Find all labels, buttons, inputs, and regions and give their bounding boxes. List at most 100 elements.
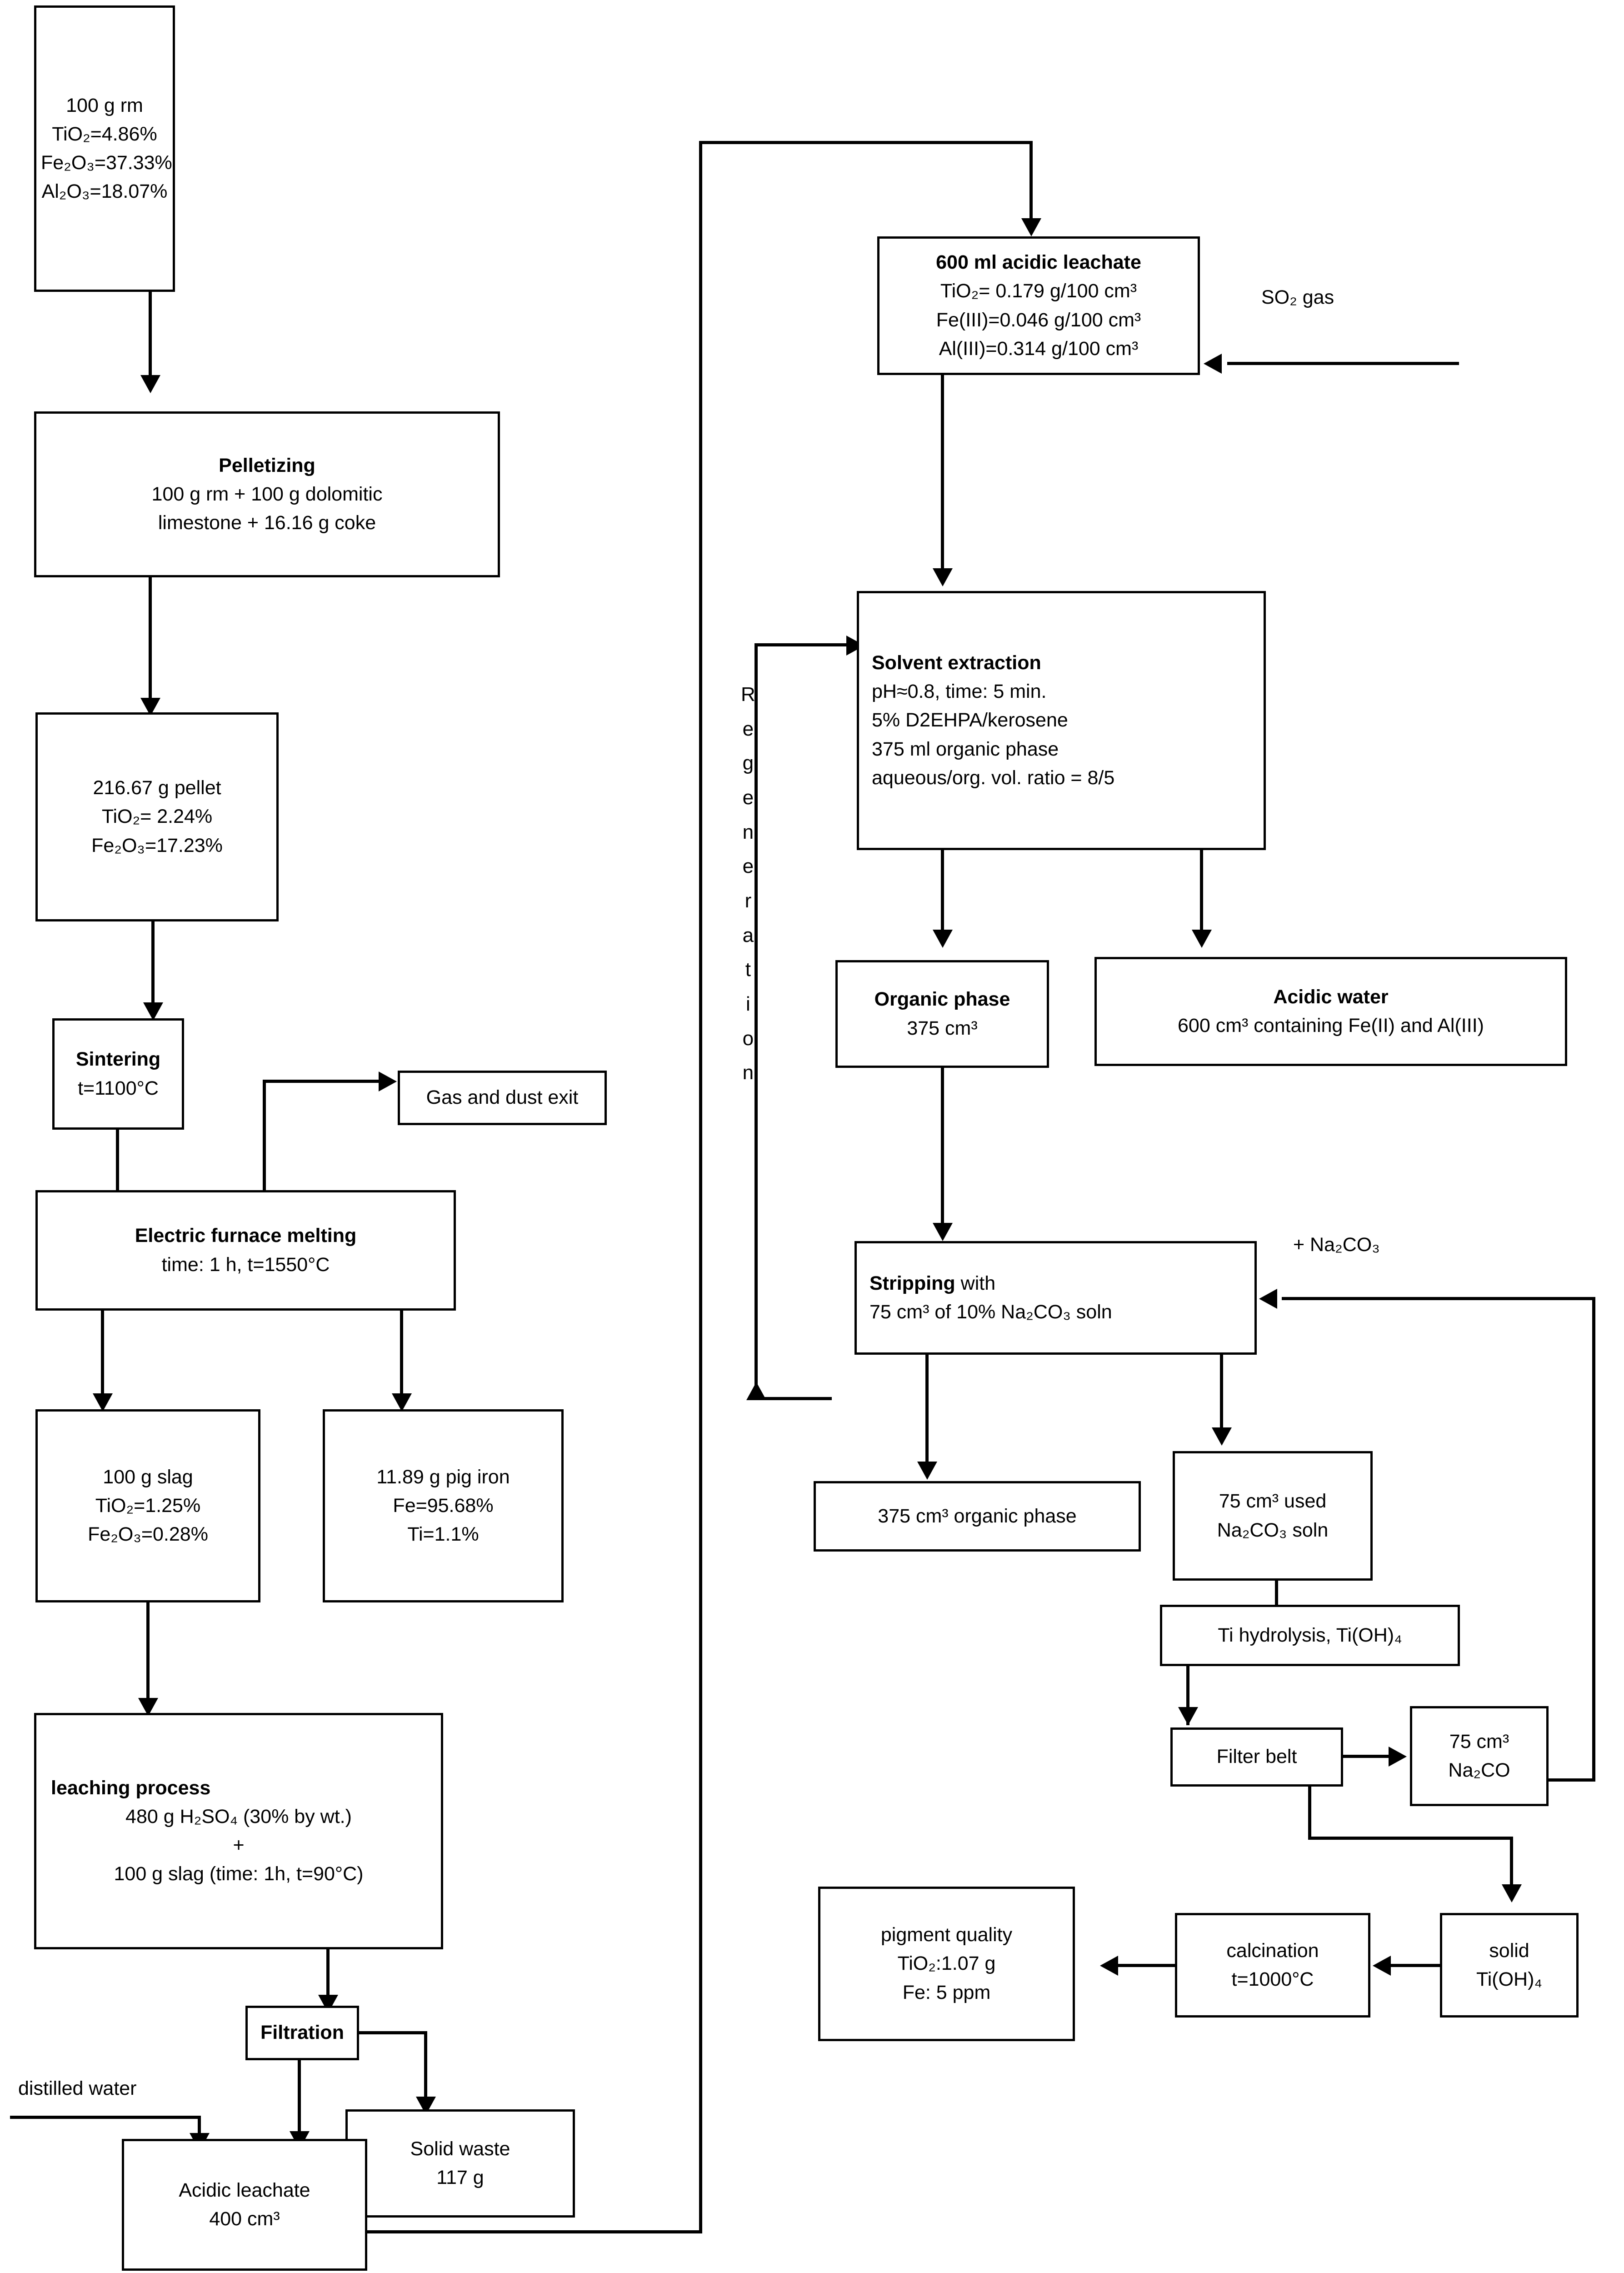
pelletizing-line-1: 100 g rm + 100 g dolomitic [151, 483, 383, 505]
used-na2co3-line-1: 75 cm³ used [1219, 1490, 1327, 1512]
pellet-line-3: Fe₂O₃=17.23% [91, 834, 223, 856]
connector-slag-to-leaching [146, 1602, 150, 1705]
filtration-title: Filtration [260, 2022, 344, 2044]
arrowhead-hydrolysis-to-filter-belt [1178, 1707, 1198, 1725]
connector-na2co3-return-run [1282, 1297, 1595, 1300]
box-leaching-process: leaching process 480 g H₂SO₄ (30% by wt.… [34, 1713, 443, 1949]
solid-waste-line-1: Solid waste [410, 2138, 510, 2160]
organic-phase-line-1: 375 cm³ [907, 1017, 978, 1039]
solvent-extraction-line-2: 5% D2EHPA/kerosene [872, 709, 1068, 731]
so2-gas-label: SO₂ gas [1261, 286, 1334, 308]
connector-pelletizing-to-pellet [149, 577, 152, 705]
arrowhead-na2co3-into-stripping [1259, 1289, 1277, 1309]
leaching-line-1: 480 g H₂SO₄ (30% by wt.) [125, 1805, 352, 1827]
arrowhead-recycle-into-leachate-600 [1021, 218, 1041, 236]
leaching-line-3: 100 g slag (time: 1h, t=90°C) [114, 1863, 364, 1885]
connector-filtration-to-acidic-leachate [298, 2060, 301, 2138]
distilled-water-label: distilled water [18, 2078, 137, 2099]
solvent-extraction-title: Solvent extraction [872, 652, 1041, 674]
acidic-leachate-600-line-3: Al(III)=0.314 g/100 cm³ [939, 337, 1139, 360]
organic-phase-375-line-1: 375 cm³ organic phase [878, 1505, 1077, 1527]
arrowhead-stripping-to-used-na2co3 [1212, 1427, 1232, 1446]
arrowhead-furnace-to-slag [93, 1393, 113, 1412]
connector-na2co3-return-riser [1592, 1297, 1595, 1781]
box-pig-iron: 11.89 g pig iron Fe=95.68% Ti=1.1% [323, 1409, 564, 1602]
arrowhead-to-solid-tioh4 [1502, 1884, 1522, 1903]
connector-calcination-to-pigment [1118, 1964, 1176, 1967]
pellet-line-2: TiO₂= 2.24% [101, 806, 213, 828]
pig-iron-line-1: 11.89 g pig iron [376, 1466, 510, 1488]
slag-line-3: Fe₂O₃=0.28% [88, 1523, 208, 1546]
sintering-line-1: t=1100°C [78, 1077, 159, 1099]
solid-tioh4-line-2: Ti(OH)₄ [1476, 1968, 1542, 1990]
box-pelletizing: Pelletizing 100 g rm + 100 g dolomitic l… [34, 411, 500, 577]
recycle-leachate-riser [699, 141, 702, 2232]
box-organic-phase: Organic phase 375 cm³ [835, 960, 1049, 1068]
arrowhead-so2-into-leachate [1204, 354, 1222, 374]
regeneration-label: R e g e n e r a t i o n [741, 677, 755, 1090]
connector-filter-belt-solid-drop [1308, 1787, 1311, 1839]
arrowhead-organic-phase-to-stripping [933, 1223, 953, 1241]
arrowhead-pellet-to-sintering [143, 1002, 163, 1021]
raw-material-line-1: 100 g rm [66, 94, 143, 116]
connector-sintering-to-furnace [116, 1130, 119, 1191]
connector-distilled-water-run [10, 2116, 201, 2119]
box-gas-dust-exit: Gas and dust exit [398, 1071, 607, 1125]
regeneration-letter-2: g [742, 752, 754, 775]
connector-stripping-to-used-na2co3 [1220, 1355, 1223, 1439]
leaching-line-2: + [233, 1834, 245, 1856]
connector-se-to-acidic-water [1200, 850, 1203, 936]
arrowhead-solid-to-calcination [1373, 1956, 1391, 1976]
connector-na2co3-return-from-box [1514, 1778, 1595, 1782]
connector-leachate600-to-solvent-extraction [941, 375, 944, 577]
slag-line-1: 100 g slag [103, 1466, 193, 1488]
calcination-line-1: calcination [1226, 1939, 1319, 1962]
arrowhead-rm-to-pelletizing [140, 375, 160, 393]
connector-se-to-organic-phase [941, 850, 944, 936]
box-calcination: calcination t=1000°C [1175, 1913, 1370, 2018]
regeneration-letter-8: t [745, 958, 751, 981]
arrowhead-furnace-to-pig-iron [392, 1393, 412, 1412]
connector-filtration-to-solid-waste-drop [424, 2031, 427, 2104]
arrowhead-calcination-to-pigment [1100, 1956, 1118, 1976]
pig-iron-line-2: Fe=95.68% [393, 1494, 494, 1517]
box-na2co-regenerated: 75 cm³ Na₂CO [1410, 1706, 1549, 1806]
arrowhead-se-to-organic-phase [933, 930, 953, 948]
box-raw-material: 100 g rm TiO₂=4.86% Fe₂O₃=37.33% Al₂O₃=1… [34, 5, 175, 292]
box-used-na2co3: 75 cm³ used Na₂CO₃ soln [1173, 1451, 1373, 1581]
acidic-leachate-400-line-2: 400 cm³ [209, 2208, 280, 2230]
electric-furnace-title: Electric furnace melting [135, 1225, 357, 1247]
acidic-water-title: Acidic water [1273, 986, 1389, 1008]
na2co-regen-line-2: Na₂CO [1448, 1759, 1510, 1781]
box-solid-tioh4: solid Ti(OH)₄ [1440, 1913, 1579, 2018]
regeneration-letter-11: n [742, 1061, 754, 1084]
connector-leaching-to-filtration [326, 1949, 330, 2006]
recycle-leachate-drop [1029, 141, 1033, 230]
pelletizing-line-2: limestone + 16.16 g coke [158, 512, 376, 534]
connector-pellet-to-sintering [151, 921, 155, 1010]
solvent-extraction-line-1: pH≈0.8, time: 5 min. [872, 681, 1047, 703]
calcination-line-2: t=1000°C [1231, 1968, 1314, 1990]
connector-filter-belt-to-na2co-regen [1341, 1755, 1395, 1758]
box-slag: 100 g slag TiO₂=1.25% Fe₂O₃=0.28% [35, 1409, 260, 1602]
connector-so2-gas [1227, 362, 1459, 365]
box-electric-furnace-melting: Electric furnace melting time: 1 h, t=15… [35, 1190, 456, 1311]
regeneration-letter-9: i [746, 993, 750, 1016]
arrowhead-regeneration-riser [746, 1382, 766, 1400]
box-organic-phase-375: 375 cm³ organic phase [814, 1481, 1141, 1552]
regeneration-letter-7: a [742, 924, 754, 946]
box-sintering: Sintering t=1100°C [52, 1018, 184, 1130]
recycle-leachate-run-bottom [366, 2230, 702, 2233]
regeneration-letter-10: o [742, 1027, 754, 1050]
box-solvent-extraction: Solvent extraction pH≈0.8, time: 5 min. … [857, 591, 1266, 850]
box-pellet: 216.67 g pellet TiO₂= 2.24% Fe₂O₃=17.23% [35, 712, 279, 921]
regeneration-letter-4: n [742, 821, 754, 843]
acidic-water-line-1: 600 cm³ containing Fe(II) and Al(III) [1178, 1015, 1484, 1036]
box-filter-belt: Filter belt [1170, 1727, 1343, 1787]
connector-furnace-gas-riser [263, 1080, 266, 1193]
pigment-line-1: pigment quality [880, 1924, 1013, 1946]
filter-belt-line-1: Filter belt [1216, 1746, 1297, 1768]
connector-solid-to-calcination [1391, 1964, 1442, 1967]
na2co3-add-label: + Na₂CO₃ [1293, 1234, 1380, 1256]
